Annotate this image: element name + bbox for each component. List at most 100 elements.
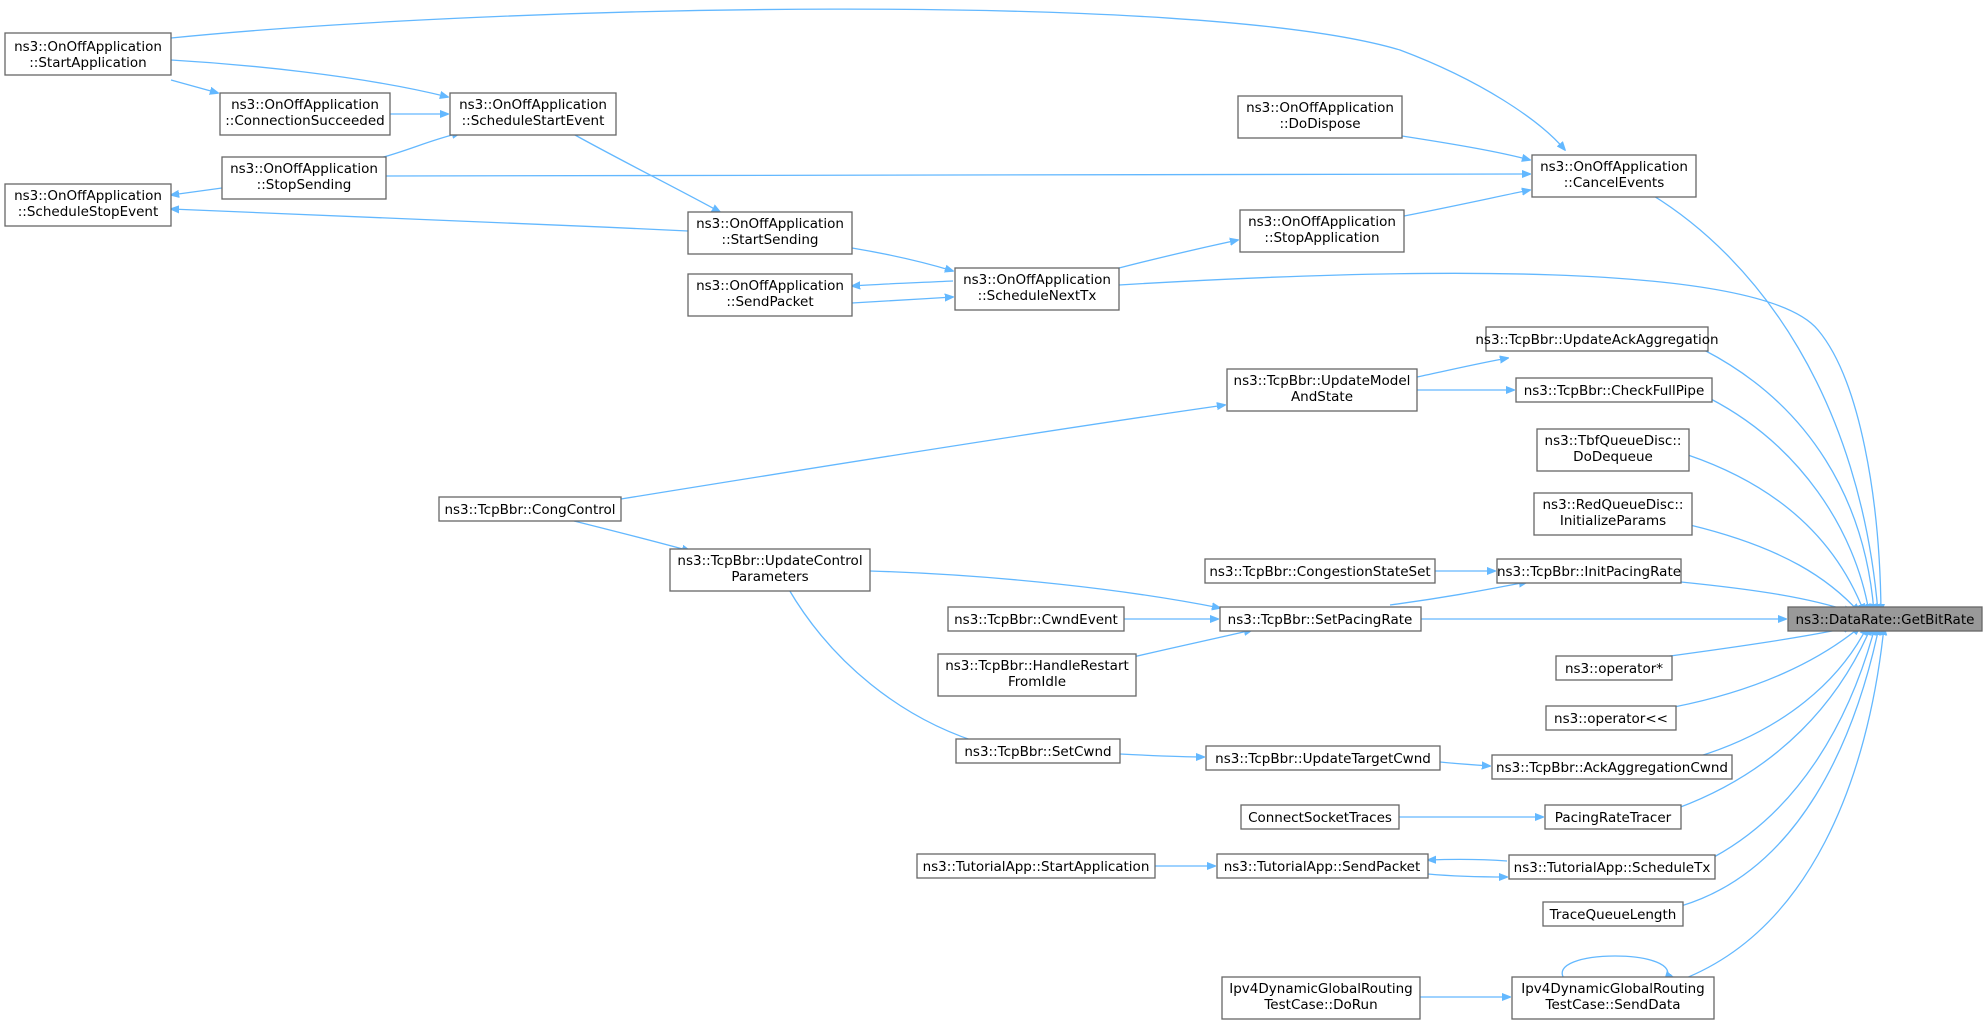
node-tutorial-schedule-tx[interactable]: ns3::TutorialApp::ScheduleTx [1508,854,1716,880]
node-cong-control[interactable]: ns3::TcpBbr::CongControl [438,496,622,522]
node-set-cwnd-label: ns3::TcpBbr::SetCwnd [964,744,1111,760]
edge-op-shl-to-getbitrate [1673,627,1860,708]
edge-send-packet-to-sched-next [851,297,953,304]
node-stop-application-label: ns3::OnOffApplication::StopApplication [1248,214,1396,246]
node-trace-queue-length-label: TraceQueueLength [1549,907,1677,923]
node-ack-aggregation-cwnd[interactable]: ns3::TcpBbr::AckAggregationCwnd [1491,754,1733,780]
edge-cong-control-to-upd-ctrl [573,520,690,551]
edge-start-app-to-conn-succ [170,79,218,93]
node-operator-mul[interactable]: ns3::operator* [1555,655,1673,681]
edge-stop-sending-to-sched-stop [171,187,223,195]
edge-tut-send-to-tut-sched [1427,874,1507,877]
node-tutorial-send-packet-label: ns3::TutorialApp::SendPacket [1224,859,1421,875]
node-operator-shl[interactable]: ns3::operator<< [1545,705,1677,731]
node-update-ack-aggregation[interactable]: ns3::TcpBbr::UpdateAckAggregation [1475,326,1719,352]
node-set-pacing-rate[interactable]: ns3::TcpBbr::SetPacingRate [1219,606,1422,632]
node-send-packet[interactable]: ns3::OnOffApplication::SendPacket [687,273,853,317]
node-update-ack-aggregation-label: ns3::TcpBbr::UpdateAckAggregation [1475,332,1718,348]
node-pacing-rate-tracer[interactable]: PacingRateTracer [1544,804,1682,830]
node-operator-mul-label: ns3::operator* [1565,661,1663,677]
edge-stop-sending-to-sched-start [379,133,460,159]
edge-tut-sched-to-tut-send [1428,859,1508,861]
nodes: ns3::DataRate::GetBitRate ns3::OnOffAppl… [4,32,1983,1020]
node-send-packet-label: ns3::OnOffApplication::SendPacket [696,278,844,310]
edge-sched-next-to-send-packet [852,280,954,286]
node-pacing-rate-tracer-label: PacingRateTracer [1555,810,1672,826]
node-schedule-next-tx[interactable]: ns3::OnOffApplication::ScheduleNextTx [954,267,1120,311]
node-stop-application[interactable]: ns3::OnOffApplication::StopApplication [1239,209,1405,253]
edge-cong-control-to-upd-model [620,405,1225,500]
node-connect-socket-traces[interactable]: ConnectSocketTraces [1240,804,1400,830]
node-cancel-events-label: ns3::OnOffApplication::CancelEvents [1540,159,1688,191]
node-start-application[interactable]: ns3::OnOffApplication::StartApplication [4,32,172,76]
node-cwnd-event-label: ns3::TcpBbr::CwndEvent [954,612,1118,628]
node-red-queue-disc[interactable]: ns3::RedQueueDisc::InitializeParams [1533,492,1693,536]
node-congestion-state-set-label: ns3::TcpBbr::CongestionStateSet [1209,564,1430,580]
edge-upd-ctrl-to-set-pacing [869,570,1220,608]
node-trace-queue-length[interactable]: TraceQueueLength [1542,901,1684,927]
edge-upd-target-to-ack-agg [1439,762,1490,766]
node-update-target-cwnd-label: ns3::TcpBbr::UpdateTargetCwnd [1215,751,1431,767]
node-cwnd-event[interactable]: ns3::TcpBbr::CwndEvent [947,606,1125,632]
node-start-sending[interactable]: ns3::OnOffApplication::StartSending [687,211,853,255]
node-connect-socket-traces-label: ConnectSocketTraces [1248,810,1392,826]
edge-start-app-to-sched-start [170,59,448,97]
edge-ack-agg-to-getbitrate [1696,627,1867,758]
node-cancel-events[interactable]: ns3::OnOffApplication::CancelEvents [1531,154,1697,198]
node-connection-succeeded-label: ns3::OnOffApplication::ConnectionSucceed… [225,97,385,129]
edge-sched-start-to-start-sending [574,134,720,212]
node-schedule-start-event[interactable]: ns3::OnOffApplication::ScheduleStartEven… [449,92,617,136]
node-tutorial-send-packet[interactable]: ns3::TutorialApp::SendPacket [1216,853,1429,879]
node-set-pacing-rate-label: ns3::TcpBbr::SetPacingRate [1228,612,1413,628]
node-check-full-pipe-label: ns3::TcpBbr::CheckFullPipe [1524,383,1705,399]
node-schedule-stop-event[interactable]: ns3::OnOffApplication::ScheduleStopEvent [4,183,172,227]
edge-start-sending-to-sched-next [851,247,953,271]
node-getbitrate[interactable]: ns3::DataRate::GetBitRate [1787,606,1983,632]
edge-start-sending-to-sched-stop [171,209,689,232]
node-update-target-cwnd[interactable]: ns3::TcpBbr::UpdateTargetCwnd [1205,745,1441,771]
edge-upd-ctrl-to-set-cwnd [787,587,987,745]
node-stop-sending-label: ns3::OnOffApplication::StopSending [230,161,378,193]
edge-red-to-getbitrate [1689,524,1859,612]
node-tbf-queue-disc[interactable]: ns3::TbfQueueDisc::DoDequeue [1536,428,1690,472]
node-do-dispose[interactable]: ns3::OnOffApplication::DoDispose [1237,95,1403,139]
edge-stop-app-to-cancel-events [1403,190,1530,217]
node-set-cwnd[interactable]: ns3::TcpBbr::SetCwnd [955,738,1121,764]
node-tutorial-start-application-label: ns3::TutorialApp::StartApplication [923,859,1150,875]
node-schedule-next-tx-label: ns3::OnOffApplication::ScheduleNextTx [963,272,1111,304]
edge-stop-sending-to-cancel-events [385,174,1530,176]
node-getbitrate-label: ns3::DataRate::GetBitRate [1796,612,1975,628]
node-do-dispose-label: ns3::OnOffApplication::DoDispose [1246,100,1394,132]
edge-pacing-tracer-to-getbitrate [1677,627,1871,809]
node-tutorial-start-application[interactable]: ns3::TutorialApp::StartApplication [916,853,1156,879]
node-start-sending-label: ns3::OnOffApplication::StartSending [696,216,844,248]
node-schedule-stop-event-label: ns3::OnOffApplication::ScheduleStopEvent [14,188,162,220]
node-ack-aggregation-cwnd-label: ns3::TcpBbr::AckAggregationCwnd [1496,760,1728,776]
node-init-pacing-rate[interactable]: ns3::TcpBbr::InitPacingRate [1496,558,1682,584]
edge-tut-sched-to-getbitrate [1713,627,1875,858]
edge-ipv4-send-to-getbitrate [1680,627,1884,981]
edge-ipv4-send-self-loop [1561,955,1668,980]
node-cong-control-label: ns3::TcpBbr::CongControl [444,502,615,518]
node-start-application-label: ns3::OnOffApplication::StartApplication [14,39,162,71]
edge-start-app-to-cancel-events [170,8,1565,150]
edge-schedule-next-tx-to-getbitrate [1118,272,1881,612]
node-init-pacing-rate-label: ns3::TcpBbr::InitPacingRate [1497,564,1681,580]
node-congestion-state-set[interactable]: ns3::TcpBbr::CongestionStateSet [1204,558,1436,584]
node-operator-shl-label: ns3::operator<< [1554,711,1668,727]
node-connection-succeeded[interactable]: ns3::OnOffApplication::ConnectionSucceed… [219,92,391,136]
edge-trace-queue-to-getbitrate [1680,627,1879,907]
node-check-full-pipe[interactable]: ns3::TcpBbr::CheckFullPipe [1515,377,1713,403]
node-stop-sending[interactable]: ns3::OnOffApplication::StopSending [221,156,387,200]
edge-cancel-events-to-getbitrate [1648,192,1878,612]
